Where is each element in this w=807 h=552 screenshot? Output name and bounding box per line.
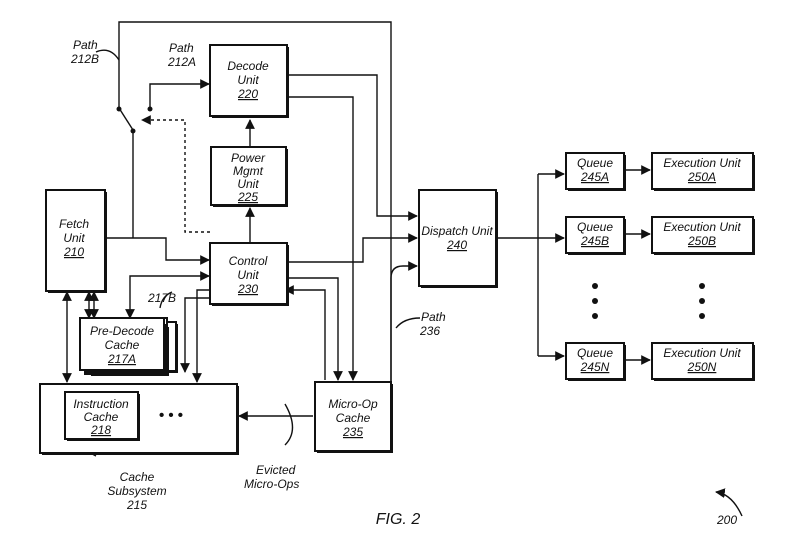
exec-a-number: 250A xyxy=(687,170,716,184)
power-unit-label-1: Power xyxy=(231,151,266,165)
predecode-cache-stack: Pre-Decode Cache 217A xyxy=(79,317,178,376)
icache-label-1: Instruction xyxy=(73,397,129,411)
decode-unit-label-2: Unit xyxy=(237,73,259,87)
fetch-to-control-wire xyxy=(105,237,210,265)
predecode-stack-ref: 217B xyxy=(147,291,176,305)
figure-ref-number: 200 xyxy=(716,513,737,527)
switch-lever xyxy=(118,107,134,131)
exec-b-label: Execution Unit xyxy=(663,220,741,234)
icache-ellipsis: • • • xyxy=(159,407,183,424)
microop-cache-block: Micro-Op Cache 235 xyxy=(314,381,393,453)
decode-unit-block: Decode Unit 220 xyxy=(209,44,289,118)
power-unit-label-2: Mgmt xyxy=(233,164,264,178)
queue-b-label: Queue xyxy=(577,220,613,234)
exec-ellipsis-dots xyxy=(699,283,705,319)
queue-a-number: 245A xyxy=(580,170,609,184)
figure-caption: FIG. 2 xyxy=(376,511,421,528)
fetch-unit-label-1: Fetch xyxy=(59,217,89,231)
dispatch-unit-block: Dispatch Unit 240 xyxy=(418,189,498,288)
control-to-microop-wire xyxy=(289,277,343,381)
microop-number: 235 xyxy=(342,425,363,439)
power-unit-label-3: Unit xyxy=(237,177,259,191)
control-unit-block: Control Unit 230 xyxy=(209,242,289,306)
switch-control-dashed xyxy=(141,115,210,233)
dispatch-number: 240 xyxy=(446,238,467,252)
fetch-unit-label-2: Unit xyxy=(63,231,85,245)
exec-n-label: Execution Unit xyxy=(663,346,741,360)
microop-label-1: Micro-Op xyxy=(328,397,378,411)
leader-236 xyxy=(395,317,421,329)
dispatch-label: Dispatch Unit xyxy=(421,224,493,238)
power-mgmt-unit-block: Power Mgmt Unit 225 xyxy=(210,146,288,207)
fetch-unit-number: 210 xyxy=(63,245,84,259)
switch-contact-a xyxy=(147,106,153,112)
icache-number: 218 xyxy=(90,423,111,437)
queue-b-number: 245B xyxy=(580,234,609,248)
queue-n-block: Queue 245N xyxy=(565,342,626,381)
leader-217b xyxy=(159,291,173,309)
path-212a-wire xyxy=(149,79,210,108)
queue-a-label: Queue xyxy=(577,156,613,170)
path-236-label-1: Path xyxy=(421,310,446,324)
queue-a-block: Queue 245A xyxy=(565,152,626,191)
control-predecode-stack-wire xyxy=(180,297,209,373)
leader-212b xyxy=(95,49,120,61)
exec-b-number: 250B xyxy=(687,234,716,248)
exec-unit-n-block: Execution Unit 250N xyxy=(651,342,755,381)
exec-unit-a-block: Execution Unit 250A xyxy=(651,152,755,191)
queue-b-block: Queue 245B xyxy=(565,216,626,255)
control-unit-label-1: Control xyxy=(229,254,268,268)
predecode-label-1: Pre-Decode xyxy=(90,324,154,338)
fetch-unit-block: Fetch Unit 210 xyxy=(45,189,107,293)
path-212a-label-1: Path xyxy=(169,41,194,55)
connection-wires xyxy=(62,21,743,517)
cache-subsystem-number: 215 xyxy=(126,498,147,512)
switch-pivot xyxy=(130,128,136,134)
leader-200 xyxy=(715,488,743,517)
icache-label-2: Cache xyxy=(84,410,119,424)
control-predecode-wire xyxy=(125,271,210,319)
evicted-label-1: Evicted xyxy=(256,463,296,477)
power-unit-number: 225 xyxy=(237,190,258,204)
cache-subsystem-label-1: Cache xyxy=(120,470,155,484)
leader-evicted xyxy=(284,403,294,446)
control-unit-number: 230 xyxy=(237,282,258,296)
predecode-label-2: Cache xyxy=(105,338,140,352)
queue-n-label: Queue xyxy=(577,346,613,360)
path-236-label-2: 236 xyxy=(419,324,440,338)
path-212b-wire xyxy=(118,21,392,382)
queue-ellipsis-dots xyxy=(592,283,598,319)
path-212a-label-2: 212A xyxy=(167,55,196,69)
control-to-dispatch-wire xyxy=(289,233,418,263)
microop-to-control-wire xyxy=(284,285,326,380)
switch-contact-b xyxy=(116,106,122,112)
exec-a-label: Execution Unit xyxy=(663,156,741,170)
cache-subsystem-block: Instruction Cache 218 • • • xyxy=(39,383,239,455)
queue-n-number: 245N xyxy=(580,360,610,374)
control-to-cache-wire xyxy=(192,289,209,383)
cache-subsystem-label-2: Subsystem xyxy=(107,484,166,498)
microop-to-dispatch-wire xyxy=(390,261,418,382)
evicted-label-2: Micro-Ops xyxy=(244,477,299,491)
decode-unit-label-1: Decode xyxy=(227,59,269,73)
path-212b-label-1: Path xyxy=(73,38,98,52)
exec-unit-b-block: Execution Unit 250B xyxy=(651,216,755,255)
decode-unit-number: 220 xyxy=(237,87,258,101)
predecode-number: 217A xyxy=(107,352,136,366)
path-212b-label-2: 212B xyxy=(70,52,99,66)
decode-to-dispatch-wire xyxy=(287,74,418,221)
microop-label-2: Cache xyxy=(336,411,371,425)
exec-n-number: 250N xyxy=(687,360,717,374)
control-unit-label-2: Unit xyxy=(237,268,259,282)
decode-to-microop-wire xyxy=(287,96,358,381)
